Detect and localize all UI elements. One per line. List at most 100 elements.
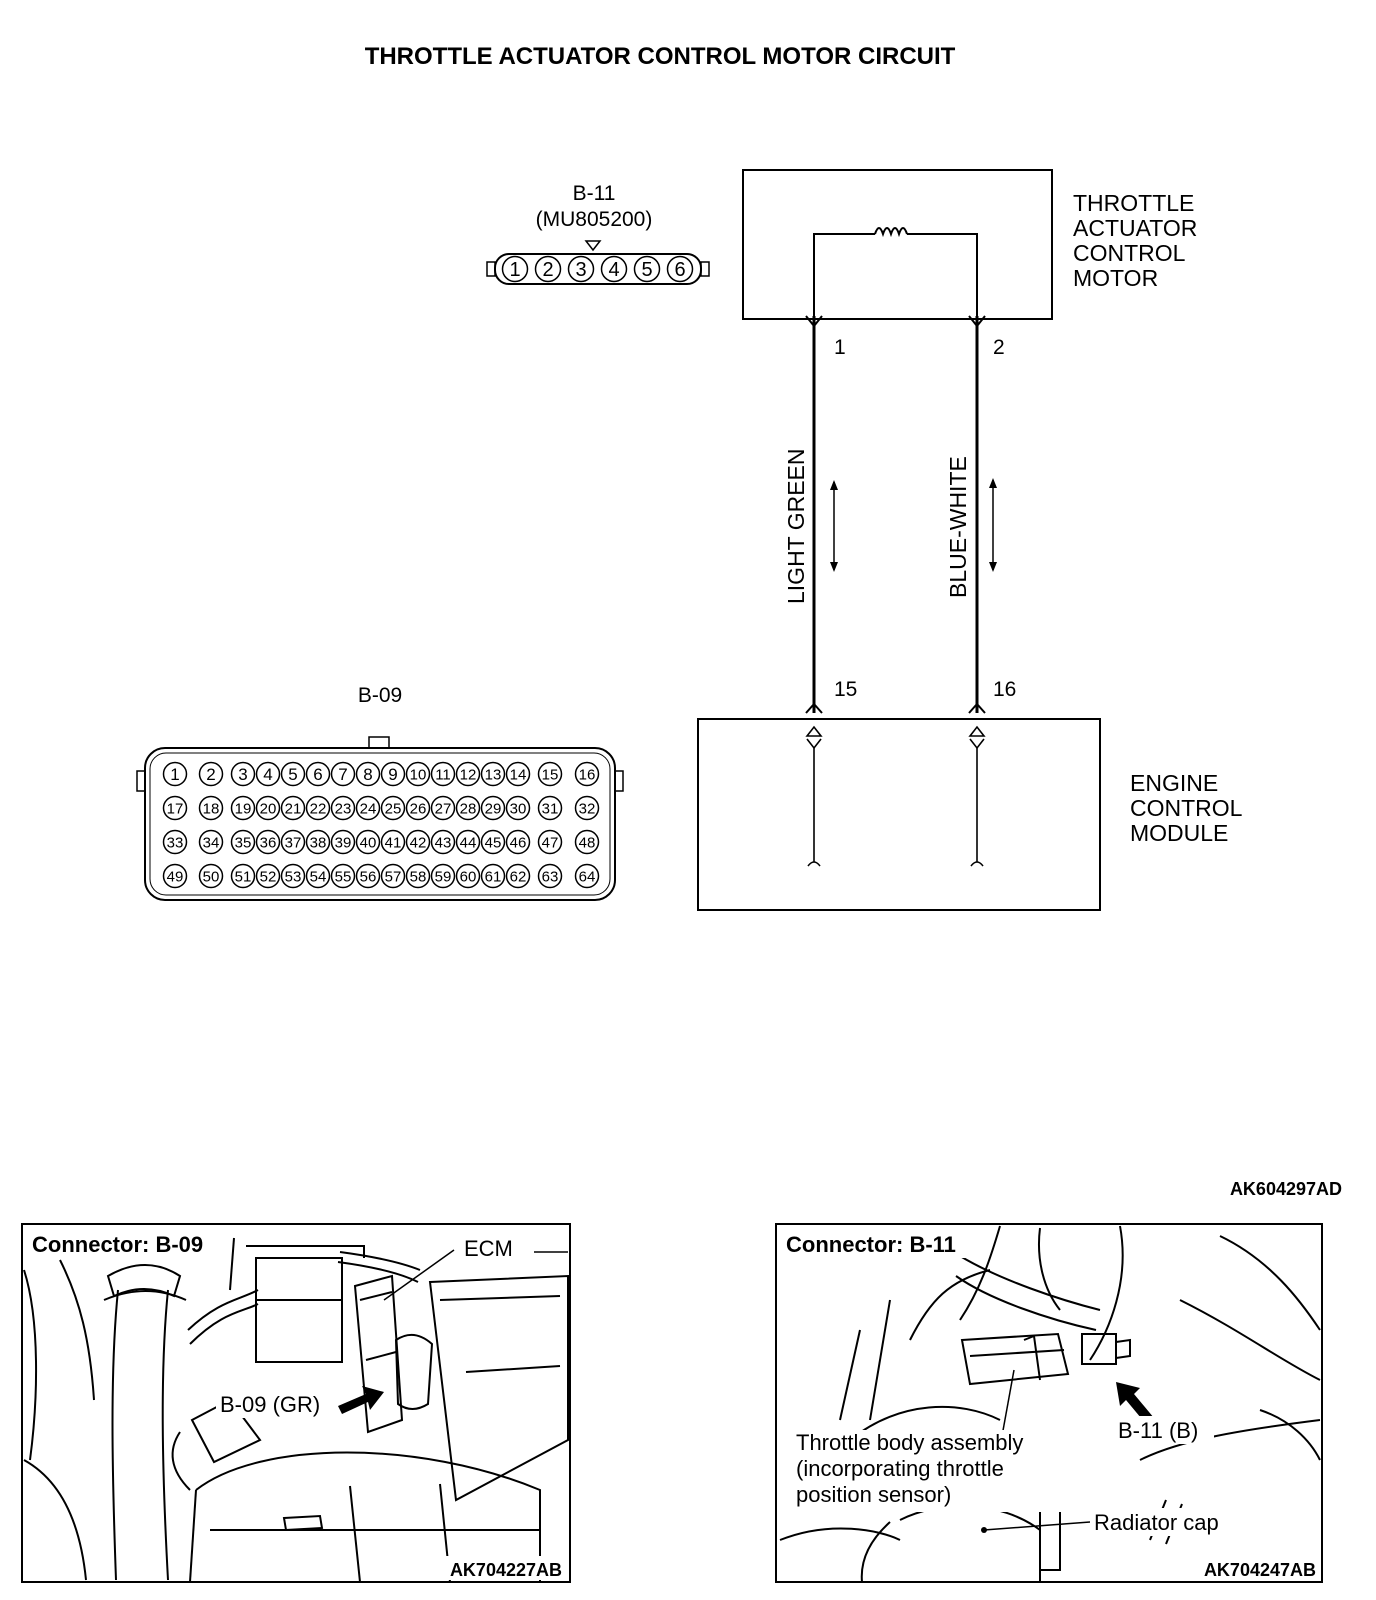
connector-pin-label: 35 — [235, 834, 252, 851]
connector-pin: 41 — [380, 829, 406, 855]
connector-pin: 51 — [230, 863, 256, 889]
connector-pin-label: 50 — [203, 868, 220, 885]
throttle-motor-box — [742, 169, 1053, 320]
connector-pin: 1 — [162, 761, 188, 787]
connector-pin-label: 54 — [310, 868, 327, 885]
connector-pin: 8 — [355, 761, 381, 787]
motor-label-line2: ACTUATOR — [1073, 215, 1197, 241]
connector-pin: 43 — [430, 829, 456, 855]
connector-pin: 37 — [280, 829, 306, 855]
connector-pin: 59 — [430, 863, 456, 889]
photo-left-id: AK704227AB — [450, 1560, 562, 1580]
current-direction-arrow-icon — [830, 480, 838, 572]
connector-pin-label: 22 — [310, 800, 327, 817]
motor-pin-1: 1 — [834, 336, 846, 359]
connector-pin-label: 51 — [235, 868, 252, 885]
ecm-label-line2: CONTROL — [1130, 795, 1243, 821]
connector-pin-label: 27 — [435, 800, 452, 817]
connector-pin: 58 — [405, 863, 431, 889]
photo-connector-b09: Connector: B-09 ECM B-09 (GR) AK704227AB — [21, 1223, 571, 1583]
connector-pin-label: 6 — [674, 259, 685, 281]
connector-pin: 4 — [600, 255, 628, 283]
connector-pin: 25 — [380, 795, 406, 821]
connector-pin-label: 40 — [360, 834, 377, 851]
pointer-arrow-icon — [1116, 1382, 1154, 1424]
diagram-id: AK604297AD — [1230, 1179, 1342, 1199]
photo-right-connector-label: B-11 (B) — [1118, 1418, 1198, 1443]
photo-right-heading: Connector: B-11 — [786, 1232, 956, 1257]
connector-pin-label: 61 — [485, 868, 502, 885]
connector-pin-label: 4 — [608, 259, 619, 281]
connector-pin-label: 37 — [285, 834, 302, 851]
connector-pin: 12 — [455, 761, 481, 787]
connector-pin: 11 — [430, 761, 456, 787]
connector-pin: 2 — [534, 255, 562, 283]
connector-pin: 24 — [355, 795, 381, 821]
connector-pin-label: 20 — [260, 800, 277, 817]
motor-label-line4: MOTOR — [1073, 265, 1158, 291]
motor-label-line3: CONTROL — [1073, 240, 1186, 266]
engine-control-module: ENGINE CONTROL MODULE — [697, 718, 1243, 911]
connector-pin-label: 10 — [410, 766, 427, 783]
wire-color-light-green: LIGHT GREEN — [783, 449, 809, 605]
connector-pin-label: 34 — [203, 834, 220, 851]
connector-pin-label: 30 — [510, 800, 527, 817]
connector-pin: 34 — [198, 829, 224, 855]
connector-pin-label: 62 — [510, 868, 527, 885]
connector-pin-label: 64 — [579, 868, 596, 885]
photo-right-body-label-line1: Throttle body assembly — [796, 1430, 1023, 1455]
connector-pin: 52 — [255, 863, 281, 889]
photo-left-heading: Connector: B-09 — [32, 1232, 203, 1257]
connector-pin-label: 2 — [206, 765, 215, 784]
connector-pin: 64 — [574, 863, 600, 889]
connector-pin-label: 1 — [170, 765, 179, 784]
connector-pin-label: 48 — [579, 834, 596, 851]
connector-pin-label: 31 — [542, 800, 559, 817]
connector-pin-label: 14 — [510, 766, 527, 783]
connector-pin: 22 — [305, 795, 331, 821]
connector-pin-label: 52 — [260, 868, 277, 885]
connector-pin: 1 — [501, 255, 529, 283]
connector-pin-label: 43 — [435, 834, 452, 851]
connector-pin: 14 — [505, 761, 531, 787]
connector-pin-label: 46 — [510, 834, 527, 851]
wire-blue-white: 2 16 BLUE-WHITE — [945, 315, 1016, 714]
connector-pin: 55 — [330, 863, 356, 889]
wire-light-green: 1 15 LIGHT GREEN — [783, 315, 857, 714]
connector-pin-label: 36 — [260, 834, 277, 851]
connector-pin-label: 44 — [460, 834, 477, 851]
connector-pin: 5 — [280, 761, 306, 787]
connector-pin: 17 — [162, 795, 188, 821]
connector-pin-label: 2 — [542, 259, 553, 281]
photo-left-ecm-label: ECM — [464, 1236, 513, 1261]
connector-pin: 62 — [505, 863, 531, 889]
ecm-box — [697, 718, 1101, 911]
connector-pin: 60 — [455, 863, 481, 889]
connector-pin: 54 — [305, 863, 331, 889]
engine-bay-illustration-right — [779, 1225, 1321, 1583]
connector-pin: 10 — [405, 761, 431, 787]
photo-right-id: AK704247AB — [1204, 1560, 1316, 1580]
connector-pin-label: 6 — [313, 765, 322, 784]
connector-pin: 56 — [355, 863, 381, 889]
connector-pin: 49 — [162, 863, 188, 889]
connector-pin-label: 56 — [360, 868, 377, 885]
throttle-motor: THROTTLE ACTUATOR CONTROL MOTOR — [742, 169, 1197, 320]
connector-pin-label: 33 — [167, 834, 184, 851]
connector-pin-label: 3 — [238, 765, 247, 784]
connector-pin-label: 16 — [579, 766, 596, 783]
connector-pin: 4 — [255, 761, 281, 787]
ecm-label-line3: MODULE — [1130, 820, 1228, 846]
connector-pin-label: 60 — [460, 868, 477, 885]
connector-pin-label: 47 — [542, 834, 559, 851]
connector-pin-label: 24 — [360, 800, 377, 817]
connector-pin: 27 — [430, 795, 456, 821]
connector-pin-label: 38 — [310, 834, 327, 851]
connector-pin-label: 11 — [435, 766, 451, 783]
connector-pin: 5 — [633, 255, 661, 283]
connector-pin: 3 — [567, 255, 595, 283]
photo-right-body-label-line3: position sensor) — [796, 1482, 951, 1507]
connector-pin: 30 — [505, 795, 531, 821]
